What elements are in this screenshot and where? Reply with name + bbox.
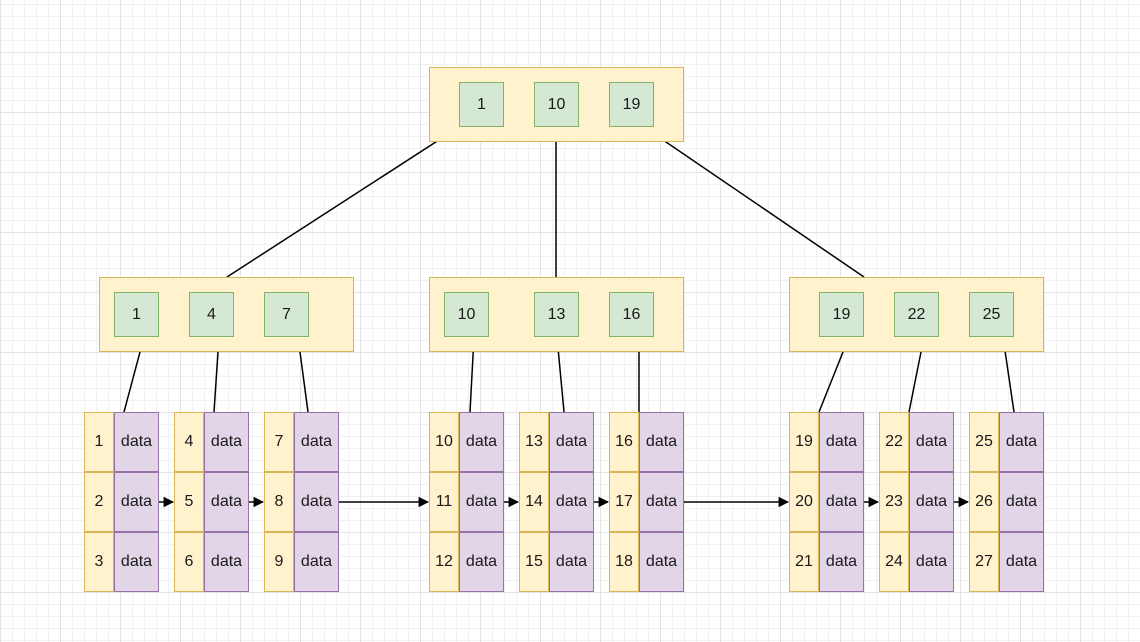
leaf-data-cell: data xyxy=(459,412,504,472)
root-key: 10 xyxy=(534,82,579,127)
leaf-data-cell: data xyxy=(459,532,504,592)
leaf-key-cell: 22 xyxy=(879,412,909,472)
leaf-key-cell: 27 xyxy=(969,532,999,592)
root-key: 1 xyxy=(459,82,504,127)
leaf-key-cell: 20 xyxy=(789,472,819,532)
leaf-key-cell: 13 xyxy=(519,412,549,472)
leaf-key-cell: 10 xyxy=(429,412,459,472)
leaf-key-cell: 17 xyxy=(609,472,639,532)
leaf-key-cell: 26 xyxy=(969,472,999,532)
internal-key: 10 xyxy=(444,292,489,337)
internal-key: 25 xyxy=(969,292,1014,337)
internal-key: 7 xyxy=(264,292,309,337)
leaf-data-cell: data xyxy=(549,472,594,532)
leaf-key-cell: 4 xyxy=(174,412,204,472)
leaf-data-cell: data xyxy=(459,472,504,532)
internal-key: 22 xyxy=(894,292,939,337)
leaf-key-cell: 15 xyxy=(519,532,549,592)
leaf-data-cell: data xyxy=(204,412,249,472)
leaf-key-cell: 9 xyxy=(264,532,294,592)
leaf-data-cell: data xyxy=(909,532,954,592)
leaf-data-cell: data xyxy=(909,472,954,532)
leaf-key-cell: 16 xyxy=(609,412,639,472)
leaf-data-cell: data xyxy=(999,472,1044,532)
leaf-data-cell: data xyxy=(114,532,159,592)
leaf-data-cell: data xyxy=(639,412,684,472)
leaf-data-cell: data xyxy=(294,532,339,592)
internal-key: 13 xyxy=(534,292,579,337)
leaf-data-cell: data xyxy=(639,532,684,592)
leaf-data-cell: data xyxy=(999,412,1044,472)
internal-key: 19 xyxy=(819,292,864,337)
edge-root-to-internal xyxy=(226,126,460,278)
internal-key: 1 xyxy=(114,292,159,337)
leaf-key-cell: 2 xyxy=(84,472,114,532)
leaf-key-cell: 23 xyxy=(879,472,909,532)
leaf-data-cell: data xyxy=(819,472,864,532)
leaf-data-cell: data xyxy=(114,472,159,532)
leaf-data-cell: data xyxy=(294,412,339,472)
leaf-key-cell: 1 xyxy=(84,412,114,472)
leaf-key-cell: 18 xyxy=(609,532,639,592)
leaf-key-cell: 24 xyxy=(879,532,909,592)
leaf-key-cell: 12 xyxy=(429,532,459,592)
leaf-data-cell: data xyxy=(909,412,954,472)
leaf-data-cell: data xyxy=(639,472,684,532)
leaf-key-cell: 14 xyxy=(519,472,549,532)
leaf-data-cell: data xyxy=(204,532,249,592)
leaf-data-cell: data xyxy=(549,412,594,472)
leaf-data-cell: data xyxy=(204,472,249,532)
leaf-key-cell: 11 xyxy=(429,472,459,532)
leaf-key-cell: 19 xyxy=(789,412,819,472)
leaf-key-cell: 21 xyxy=(789,532,819,592)
leaf-data-cell: data xyxy=(114,412,159,472)
leaf-data-cell: data xyxy=(294,472,339,532)
internal-key: 4 xyxy=(189,292,234,337)
leaf-data-cell: data xyxy=(999,532,1044,592)
edge-root-to-internal xyxy=(643,126,865,278)
leaf-key-cell: 7 xyxy=(264,412,294,472)
leaf-key-cell: 3 xyxy=(84,532,114,592)
leaf-key-cell: 8 xyxy=(264,472,294,532)
internal-key: 16 xyxy=(609,292,654,337)
leaf-data-cell: data xyxy=(819,532,864,592)
leaf-data-cell: data xyxy=(549,532,594,592)
leaf-data-cell: data xyxy=(819,412,864,472)
leaf-key-cell: 6 xyxy=(174,532,204,592)
leaf-key-cell: 5 xyxy=(174,472,204,532)
root-key: 19 xyxy=(609,82,654,127)
leaf-key-cell: 25 xyxy=(969,412,999,472)
